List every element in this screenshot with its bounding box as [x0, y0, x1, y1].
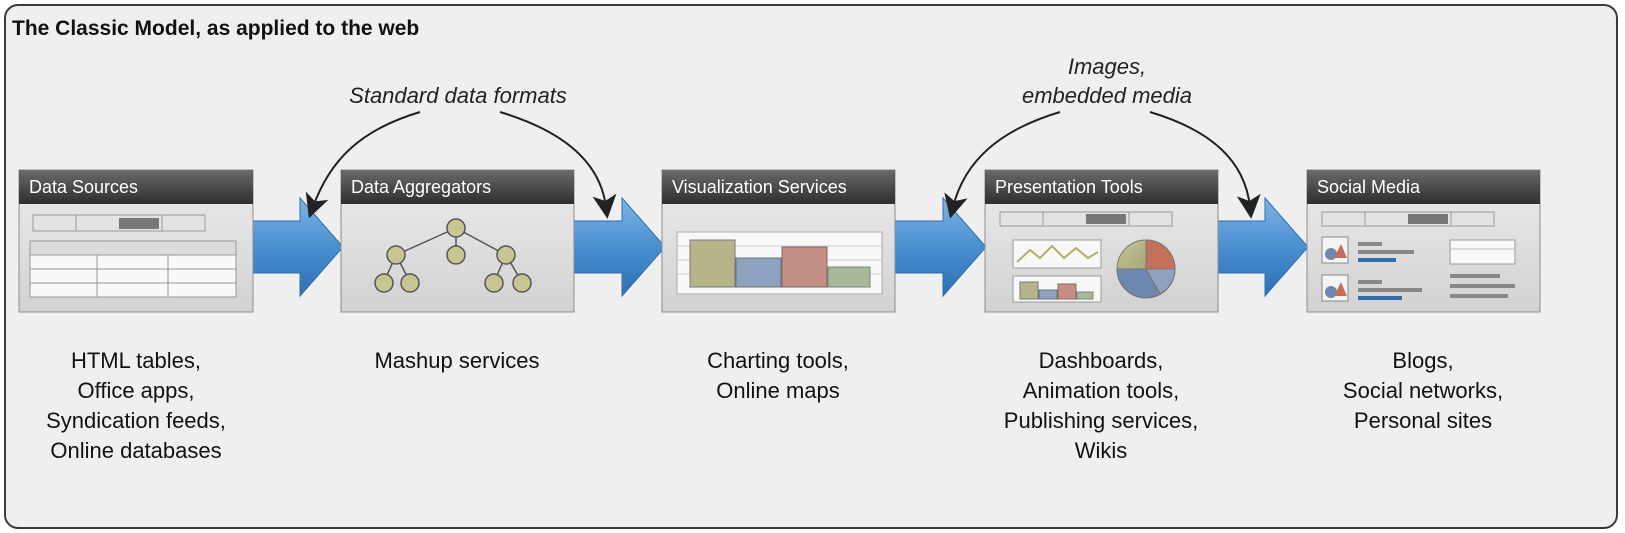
flow-arrow-3: [894, 196, 987, 298]
desc-line: Animation tools,: [1022, 378, 1180, 403]
stage-title: Visualization Services: [672, 177, 847, 197]
stage-title: Data Sources: [29, 177, 138, 197]
formats-curve-right: [499, 111, 617, 219]
media-annotation-line1: Images,: [1068, 54, 1146, 79]
stage-social-media: Social Media: [1306, 169, 1541, 313]
table-icon: [29, 214, 237, 298]
desc-line: Office apps,: [77, 378, 195, 403]
desc-line: Charting tools,: [707, 348, 849, 373]
formats-curve-left: [305, 111, 421, 219]
desc-line: Online databases: [50, 438, 222, 463]
diagram-title: The Classic Model, as applied to the web: [12, 17, 420, 40]
flow-arrow-2: [573, 196, 666, 298]
dashboard-icon: [999, 211, 1176, 303]
stage-visualization-services: Visualization Services: [661, 169, 896, 313]
bar-chart-icon: [676, 231, 883, 295]
stage-header: [19, 170, 253, 204]
desc-line: Wikis: [1074, 438, 1128, 463]
media-curve-left: [944, 111, 1061, 219]
stage-title: Social Media: [1317, 177, 1421, 197]
media-annotation-line2: embedded media: [1022, 83, 1192, 108]
desc-line: Online maps: [716, 378, 840, 403]
flow-arrow-1: [252, 196, 344, 298]
stage-header: [985, 170, 1218, 204]
desc-line: Social networks,: [1342, 378, 1504, 403]
flow-arrow-4: [1217, 196, 1309, 298]
desc-line: Dashboards,: [1038, 348, 1164, 373]
desc-presentation-tools: Dashboards, Animation tools, Publishing …: [966, 346, 1236, 466]
stage-title: Data Aggregators: [351, 177, 491, 197]
stage-header: [1307, 170, 1540, 204]
formats-annotation: Standard data formats: [349, 83, 567, 108]
desc-line: Blogs,: [1392, 348, 1454, 373]
stage-data-aggregators: Data Aggregators: [340, 169, 575, 313]
stage-title: Presentation Tools: [995, 177, 1143, 197]
social-page-icon: [1321, 211, 1516, 302]
desc-line: HTML tables,: [70, 348, 201, 373]
stage-header: [662, 170, 895, 204]
desc-line: Mashup services: [374, 348, 540, 373]
desc-data-sources: HTML tables, Office apps, Syndication fe…: [1, 346, 271, 466]
media-curve-right: [1149, 111, 1261, 219]
desc-line: Personal sites: [1353, 408, 1493, 433]
desc-social-media: Blogs, Social networks, Personal sites: [1288, 346, 1558, 436]
stage-data-sources: Data Sources: [18, 169, 254, 313]
stage-presentation-tools: Presentation Tools: [984, 169, 1219, 313]
stage-header: [341, 170, 574, 204]
desc-data-aggregators: Mashup services: [322, 346, 592, 376]
desc-line: Publishing services,: [1003, 408, 1199, 433]
desc-line: Syndication feeds,: [46, 408, 226, 433]
desc-visualization-services: Charting tools, Online maps: [643, 346, 913, 406]
tree-nodes: [374, 218, 532, 293]
